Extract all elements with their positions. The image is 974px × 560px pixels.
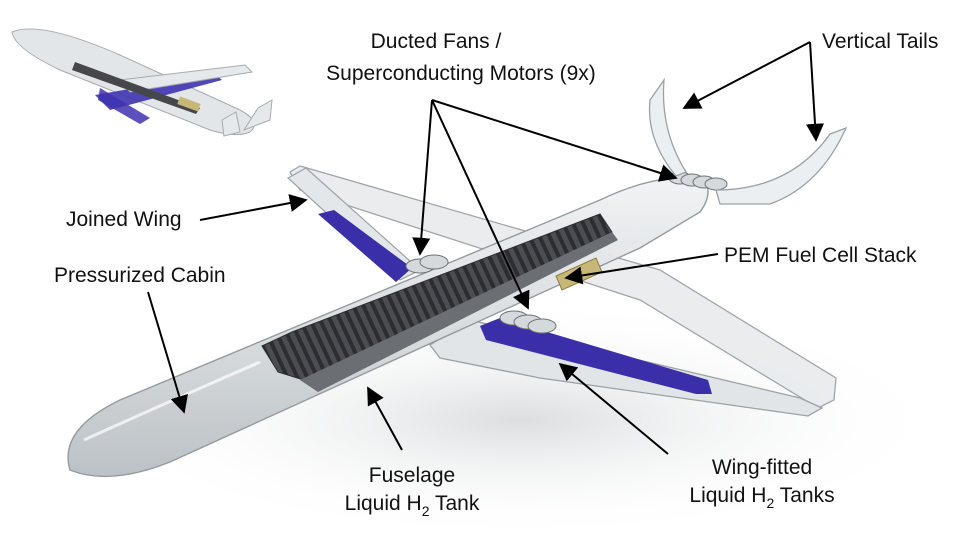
fuselage-tank-label-line2: Liquid H2 Tank bbox=[312, 490, 512, 519]
wing-tanks-label-line1: Wing-fitted bbox=[662, 454, 862, 482]
left-vertical-tail bbox=[650, 80, 686, 176]
pem-fuel-cell-label: PEM Fuel Cell Stack bbox=[724, 242, 917, 270]
pressurized-cabin-label: Pressurized Cabin bbox=[54, 262, 226, 290]
wing-tanks-label-line2: Liquid H2 Tanks bbox=[662, 482, 862, 511]
ducted-fans-label: Ducted Fans / bbox=[316, 28, 556, 56]
inset-aircraft-view bbox=[12, 29, 272, 136]
vertical-tails-label: Vertical Tails bbox=[822, 28, 938, 56]
fuselage-tank-label-line1: Fuselage bbox=[312, 462, 512, 490]
ducted-fans-label-line1: Ducted Fans / bbox=[316, 28, 556, 56]
fuselage-tank-label: Fuselage Liquid H2 Tank bbox=[312, 462, 512, 519]
superconducting-motors-label: Superconducting Motors (9x) bbox=[296, 60, 626, 88]
right-vertical-tail bbox=[716, 128, 846, 204]
joined-wing-label: Joined Wing bbox=[66, 206, 182, 234]
ducted-fans-label-line2: Superconducting Motors (9x) bbox=[296, 60, 626, 88]
wing-tanks-label: Wing-fitted Liquid H2 Tanks bbox=[662, 454, 862, 511]
